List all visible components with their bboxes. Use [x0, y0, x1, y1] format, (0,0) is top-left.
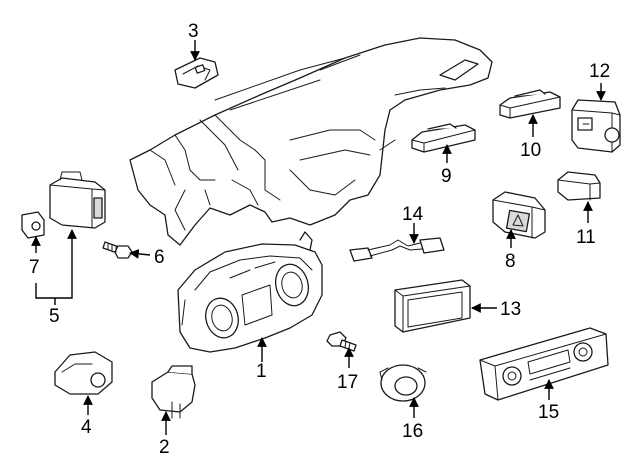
callout-16: 16 — [402, 421, 423, 442]
switch-part-11 — [557, 171, 601, 201]
callout-17: 17 — [337, 372, 358, 393]
callout-11: 11 — [576, 227, 596, 248]
climate-control-part-15 — [479, 327, 609, 401]
callout-2: 2 — [159, 437, 170, 458]
bolt-part-17 — [326, 331, 357, 352]
clip-part-7 — [21, 211, 45, 239]
callout-10: 10 — [520, 140, 541, 161]
callout-1: 1 — [256, 361, 267, 382]
callout-5: 5 — [49, 306, 60, 327]
callout-15: 15 — [538, 402, 559, 423]
screw-part-6 — [102, 241, 133, 259]
display-screen-part-13 — [394, 279, 471, 333]
callout-12: 12 — [589, 61, 610, 82]
callout-8: 8 — [505, 251, 516, 272]
hazard-switch-part-8 — [492, 191, 546, 239]
callout-13: 13 — [500, 299, 521, 320]
wire-harness-part-14 — [349, 237, 445, 262]
dashboard-panel — [129, 37, 493, 246]
callout-labels: 1 2 3 4 5 6 7 8 9 10 11 12 13 14 15 16 1… — [29, 21, 610, 458]
callout-7: 7 — [29, 257, 40, 278]
switch-part-10 — [499, 89, 561, 119]
switch-part-3 — [174, 57, 219, 89]
knob-part-16 — [379, 364, 427, 402]
callout-4: 4 — [81, 417, 92, 438]
switch-assembly-part-5 — [49, 171, 106, 229]
instrument-cluster-part-1 — [177, 231, 323, 353]
callout-3: 3 — [188, 21, 199, 42]
callout-14: 14 — [402, 204, 424, 225]
switch-module-part-12 — [571, 99, 621, 153]
callout-6: 6 — [154, 247, 165, 268]
connector-part-2 — [151, 365, 196, 419]
switch-part-4 — [54, 351, 113, 395]
callout-9: 9 — [441, 166, 452, 187]
switch-part-9 — [411, 123, 476, 153]
leader-lines — [31, 40, 606, 435]
